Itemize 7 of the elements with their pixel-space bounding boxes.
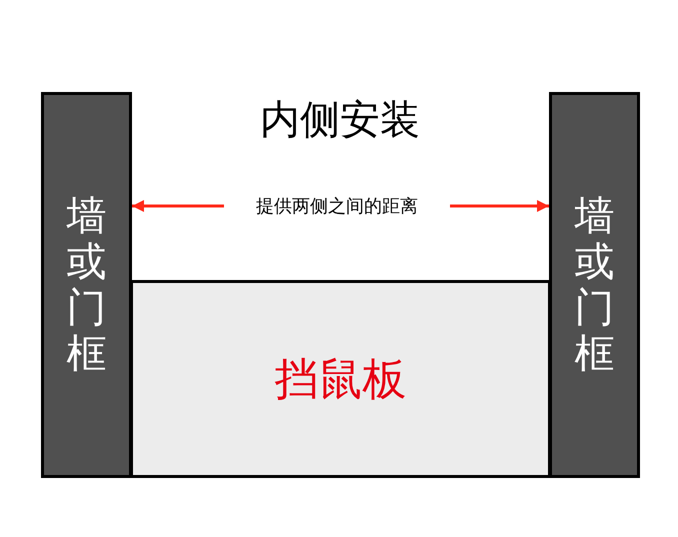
distance-label: 提供两侧之间的距离 xyxy=(226,192,448,220)
guard-board: 挡鼠板 xyxy=(130,280,551,478)
arrow xyxy=(132,200,224,212)
wall-block: 墙或门框 xyxy=(549,92,640,478)
wall-block: 墙或门框 xyxy=(41,92,132,478)
arrow xyxy=(450,200,549,212)
title: 内侧安装 xyxy=(259,96,421,145)
